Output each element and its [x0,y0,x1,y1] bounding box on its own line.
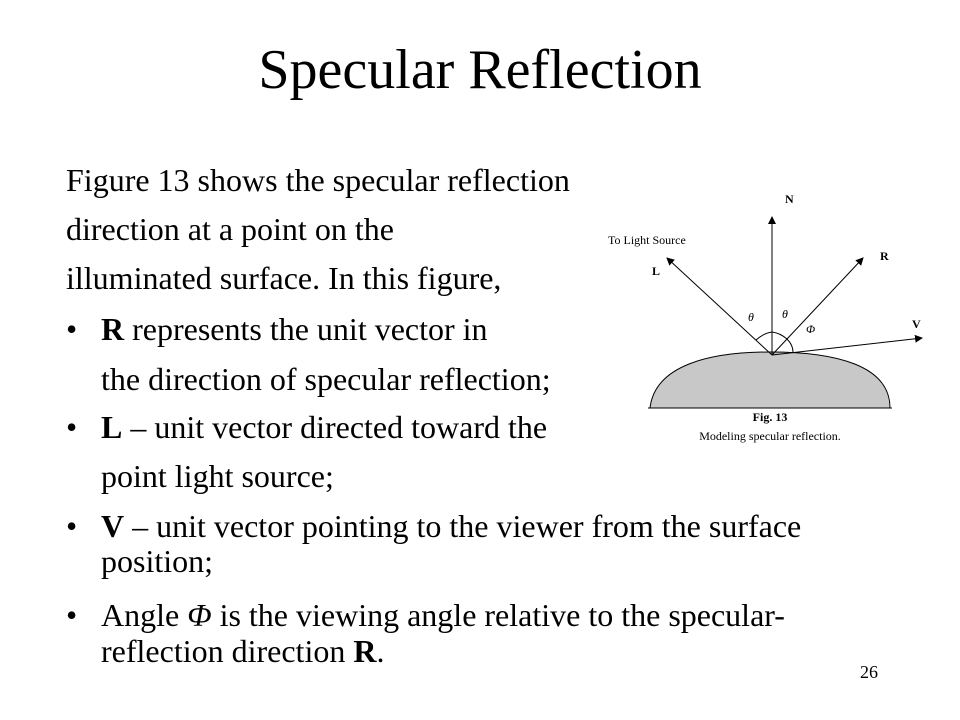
specular-reflection-diagram: N To Light Source R L V θ θ Φ Fig. 13 Mo… [608,192,923,443]
label-l: L [652,264,660,278]
bullet-marker: • [66,597,78,633]
bullet-marker: • [66,409,78,445]
intro-line-1: Figure 13 shows the specular reflection [66,162,570,198]
label-light-source: To Light Source [608,233,686,247]
bullet-angle-pre: Angle [101,597,188,633]
vector-v [771,334,923,356]
label-r: R [880,249,889,263]
figure-caption-text: Modeling specular reflection. [699,429,841,443]
bullet-r-text: represents the unit vector in [124,311,488,347]
bullet-angle-r-symbol: R [353,633,377,669]
bullet-v-text: – unit vector pointing to the viewer fro… [124,508,802,544]
page-number: 26 [860,662,878,682]
intro-line-3: illuminated surface. In this figure, [66,260,502,296]
label-v: V [912,317,921,331]
theta-right: θ [782,307,788,321]
theta-left: θ [748,310,754,324]
bullet-r-cont: the direction of specular reflection; [101,361,551,397]
phi-label: Φ [806,322,815,336]
label-n: N [785,192,794,206]
slide-title: Specular Reflection [258,39,702,101]
phi-symbol: Φ [187,597,212,633]
bullet-angle-cont: reflection direction R. [101,632,384,670]
bullet-v: V – unit vector pointing to the viewer f… [101,507,801,545]
bullet-marker: • [66,508,78,544]
bullet-marker: • [66,311,78,347]
bullet-l-cont: point light source; [101,458,334,494]
intro-line-2: direction at a point on the [66,211,394,247]
figure-caption-title: Fig. 13 [753,410,788,424]
bullet-v-symbol: V [101,508,125,544]
bullet-angle-text: is the viewing angle relative to the spe… [211,597,785,633]
bullet-l-text: – unit vector directed toward the [122,409,548,445]
vector-l [666,257,773,356]
bullet-angle-cont-post: . [376,633,385,669]
theta-arc-right [771,331,788,340]
bullet-r-symbol: R [101,311,125,347]
bullet-r: R represents the unit vector in [101,310,488,348]
illuminated-surface [649,351,891,409]
bullet-l: L – unit vector directed toward the [101,408,547,446]
bullet-v-cont: position; [101,543,214,579]
bullet-l-symbol: L [101,409,123,445]
bullet-angle-cont-pre: reflection direction [101,633,354,669]
theta-arc-left [755,331,773,341]
bullet-angle: Angle Φ is the viewing angle relative to… [101,596,785,634]
phi-arc [786,338,794,353]
